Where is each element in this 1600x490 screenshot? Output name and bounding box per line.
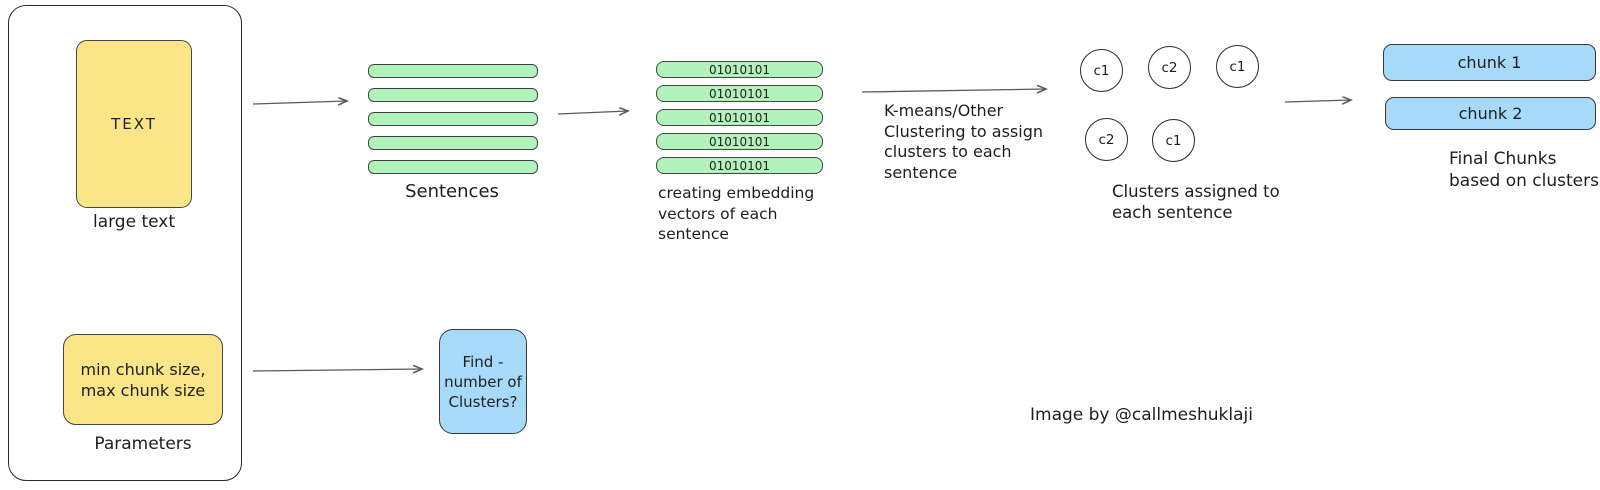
cluster-circle: c1 xyxy=(1080,49,1123,92)
cluster-circle: c2 xyxy=(1148,46,1191,89)
kmeans-clustering-label: K-means/Other Clustering to assign clust… xyxy=(884,101,1043,182)
embedding-vector: 01010101 xyxy=(656,133,823,150)
arrow-embeddings-to-clusters xyxy=(861,89,1046,92)
sentence-bar xyxy=(368,160,538,174)
parameters-node: min chunk size, max chunk size xyxy=(63,334,223,425)
large-text-label: TEXT xyxy=(111,115,157,133)
arrow-params-to-find xyxy=(252,369,422,371)
chunk-node: chunk 1 xyxy=(1383,44,1596,81)
embeddings-caption: creating embedding vectors of each sente… xyxy=(658,184,815,243)
embedding-vector: 01010101 xyxy=(656,61,823,78)
sentence-bar xyxy=(368,136,538,150)
large-text-caption: large text xyxy=(92,212,176,232)
final-chunks-caption: Final Chunks based on clusters xyxy=(1449,149,1599,191)
sentence-bar xyxy=(368,112,538,126)
arrow-clusters-to-chunks xyxy=(1284,100,1351,102)
cluster-circle: c1 xyxy=(1152,119,1195,162)
chunk-node: chunk 2 xyxy=(1385,97,1596,130)
find-clusters-node: Find - number of Clusters? xyxy=(439,329,527,434)
arrow-text-to-sentences xyxy=(252,101,347,104)
cluster-circle: c1 xyxy=(1216,45,1259,88)
embedding-vector: 01010101 xyxy=(656,85,823,102)
sentence-bar xyxy=(368,64,538,78)
embedding-vector: 01010101 xyxy=(656,109,823,126)
cluster-circle: c2 xyxy=(1085,118,1128,161)
parameters-caption: Parameters xyxy=(94,434,192,454)
arrow-sentences-to-embeddings xyxy=(557,111,628,114)
sentences-caption: Sentences xyxy=(405,181,499,202)
sentence-bar xyxy=(368,88,538,102)
parameters-label: min chunk size, max chunk size xyxy=(80,359,206,400)
large-text-node: TEXT xyxy=(76,40,192,208)
embedding-vector: 01010101 xyxy=(656,157,823,174)
clusters-caption: Clusters assigned to each sentence xyxy=(1112,182,1280,222)
attribution-text: Image by @callmeshuklaji xyxy=(1030,405,1253,425)
